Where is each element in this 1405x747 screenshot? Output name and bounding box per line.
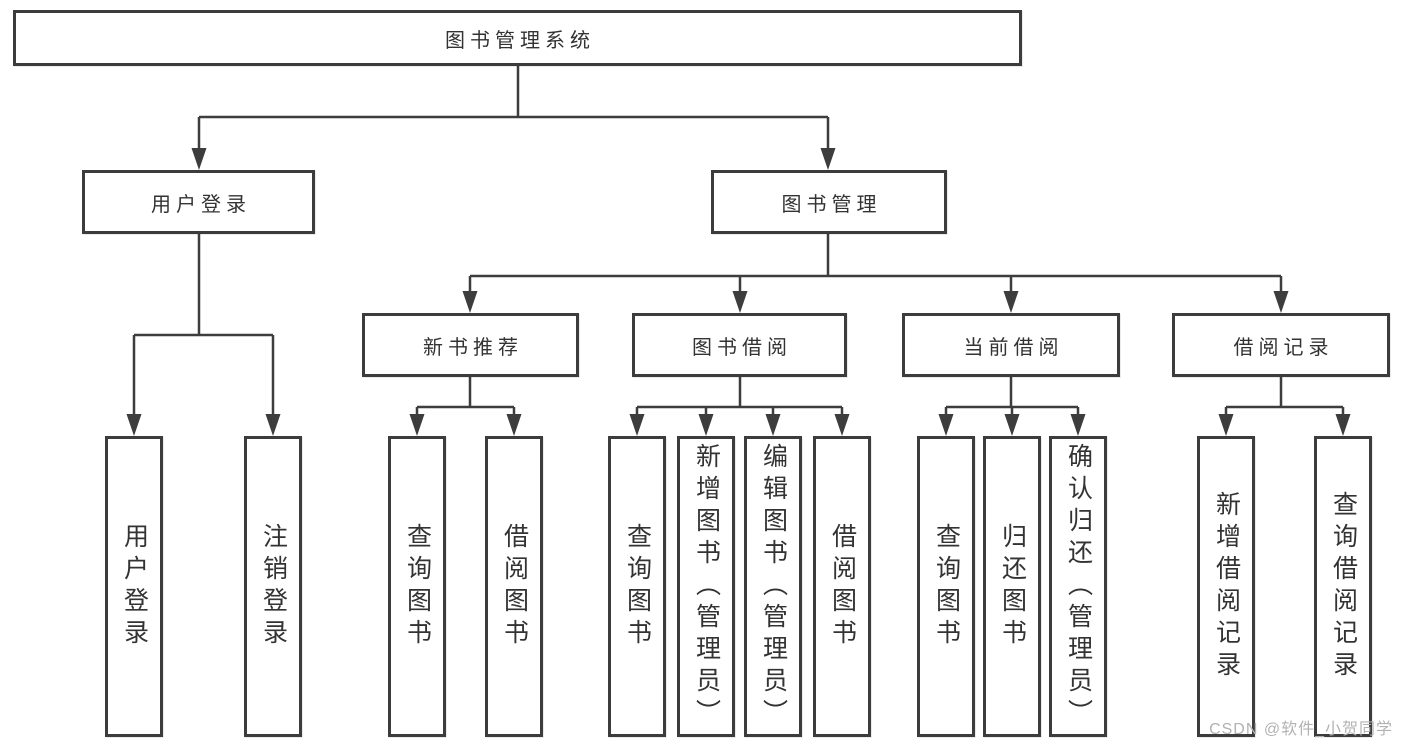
arrow-icon bbox=[1004, 414, 1020, 436]
arrow-icon bbox=[732, 291, 748, 313]
leaf-query-borrow-record: 查询借阅记录 bbox=[1314, 436, 1372, 737]
arrow-icon bbox=[820, 148, 836, 170]
leaf-logout-label: 注销登录 bbox=[259, 522, 288, 651]
arrow-icon bbox=[265, 414, 281, 436]
node-current-borrow-label: 当前借阅 bbox=[963, 336, 1064, 359]
arrow-icon bbox=[629, 414, 645, 436]
node-current-borrow: 当前借阅 bbox=[902, 313, 1120, 377]
node-book-mgmt: 图书管理 bbox=[711, 170, 947, 234]
arrow-icon bbox=[506, 414, 522, 436]
arrow-icon bbox=[1273, 291, 1289, 313]
leaf-query-borrow-record-label: 查询借阅记录 bbox=[1329, 490, 1358, 683]
leaf-query-book-1: 查询图书 bbox=[388, 436, 446, 737]
tree-edges bbox=[132, 66, 1345, 416]
arrow-icon bbox=[1070, 414, 1086, 436]
node-user-login-label: 用户登录 bbox=[151, 193, 251, 216]
leaf-user-login: 用户登录 bbox=[105, 436, 163, 737]
leaf-logout: 注销登录 bbox=[244, 436, 302, 737]
arrow-icon bbox=[834, 414, 850, 436]
leaf-query-book-3: 查询图书 bbox=[917, 436, 975, 737]
leaf-add-book: 新增图书（管理员） bbox=[677, 436, 735, 737]
node-book-borrow: 图书借阅 bbox=[632, 313, 847, 377]
csdn-watermark: CSDN @软件_小贺同学 bbox=[1209, 721, 1393, 738]
arrow-icon bbox=[1218, 414, 1234, 436]
leaf-confirm-return: 确认归还（管理员） bbox=[1049, 436, 1107, 737]
arrow-icon bbox=[938, 414, 954, 436]
leaf-edit-book-label: 编辑图书（管理员） bbox=[759, 442, 788, 731]
leaf-add-book-label: 新增图书（管理员） bbox=[692, 442, 721, 731]
arrow-icon bbox=[1003, 291, 1019, 313]
leaf-borrow-book-2: 借阅图书 bbox=[813, 436, 871, 737]
leaf-edit-book: 编辑图书（管理员） bbox=[744, 436, 802, 737]
node-root: 图书管理系统 bbox=[13, 10, 1022, 66]
leaf-query-book-2: 查询图书 bbox=[608, 436, 666, 737]
leaf-borrow-book-1: 借阅图书 bbox=[485, 436, 543, 737]
arrowheads bbox=[126, 148, 1351, 436]
leaf-confirm-return-label: 确认归还（管理员） bbox=[1064, 442, 1093, 731]
node-new-book-rec: 新书推荐 bbox=[362, 313, 579, 377]
node-new-book-rec-label: 新书推荐 bbox=[423, 336, 523, 359]
leaf-query-book-2-label: 查询图书 bbox=[623, 522, 652, 651]
node-root-label: 图书管理系统 bbox=[445, 29, 595, 52]
leaf-borrow-book-2-label: 借阅图书 bbox=[828, 522, 857, 651]
arrow-icon bbox=[765, 414, 781, 436]
leaf-query-book-1-label: 查询图书 bbox=[403, 522, 432, 651]
arrow-icon bbox=[698, 414, 714, 436]
arrow-icon bbox=[409, 414, 425, 436]
leaf-add-borrow-record: 新增借阅记录 bbox=[1197, 436, 1255, 737]
arrow-icon bbox=[462, 291, 478, 313]
node-borrow-records: 借阅记录 bbox=[1172, 313, 1390, 377]
arrow-icon bbox=[1335, 414, 1351, 436]
arrow-icon bbox=[126, 414, 142, 436]
node-book-mgmt-label: 图书管理 bbox=[781, 193, 882, 216]
node-borrow-records-label: 借阅记录 bbox=[1233, 336, 1334, 359]
leaf-return-book: 归还图书 bbox=[983, 436, 1041, 737]
leaf-add-borrow-record-label: 新增借阅记录 bbox=[1212, 490, 1241, 683]
leaf-borrow-book-1-label: 借阅图书 bbox=[500, 522, 529, 651]
leaf-return-book-label: 归还图书 bbox=[998, 522, 1027, 651]
leaf-query-book-3-label: 查询图书 bbox=[932, 522, 961, 651]
arrow-icon bbox=[191, 148, 207, 170]
node-user-login: 用户登录 bbox=[82, 170, 315, 234]
leaf-user-login-label: 用户登录 bbox=[120, 522, 149, 651]
node-book-borrow-label: 图书借阅 bbox=[692, 336, 792, 359]
